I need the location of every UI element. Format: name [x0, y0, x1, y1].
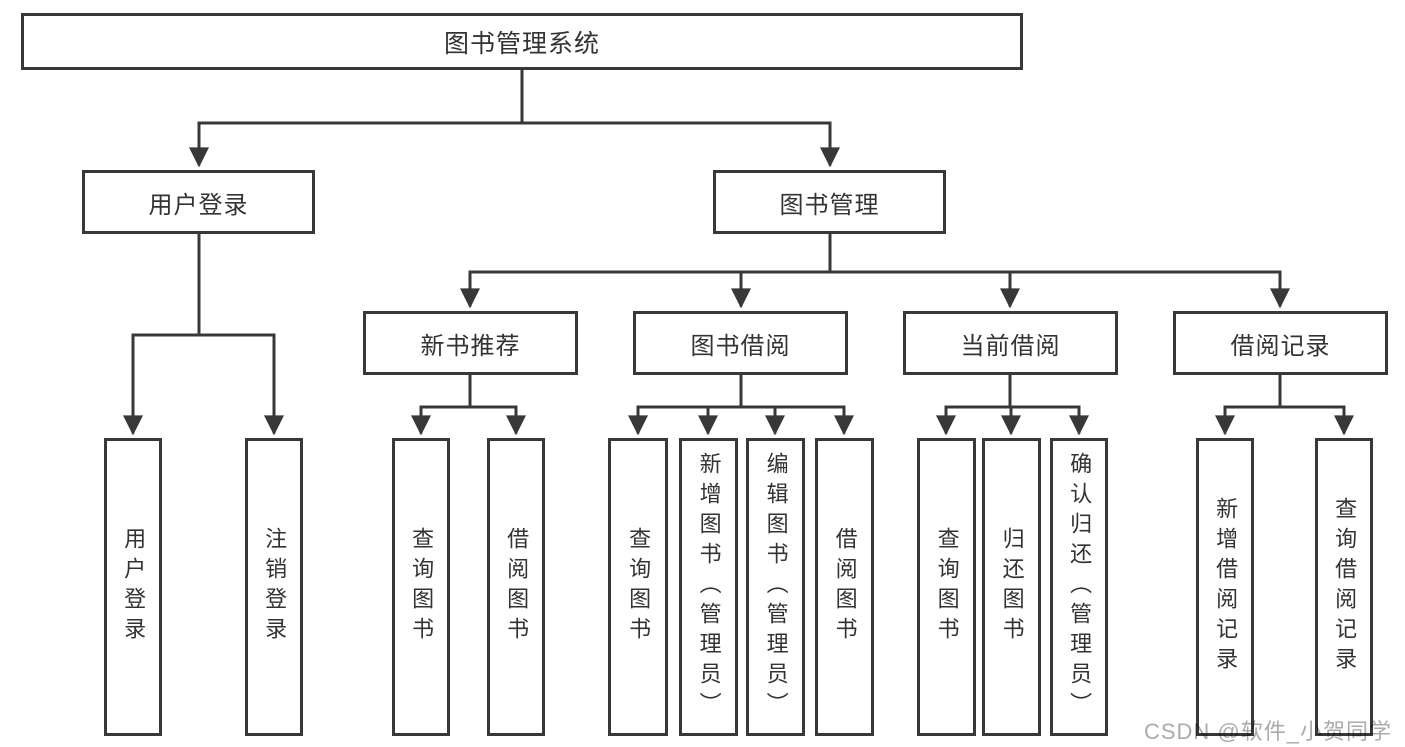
connector-user-login-trunk: [131, 232, 276, 337]
node-book-borrow: 图书借阅: [633, 311, 848, 375]
connector-book-mgmt-trunk: [468, 232, 1282, 274]
leaf-user-login-label: 用户登录: [121, 527, 147, 647]
leaf-cb-query-books: 查询图书: [917, 438, 976, 736]
node-new-book-rec-label: 新书推荐: [420, 332, 521, 360]
leaf-bb-query-books-label: 查询图书: [626, 527, 652, 647]
connector-new-book-rec-trunk: [419, 373, 518, 409]
leaf-br-add-record-label: 新增借阅记录: [1213, 497, 1239, 677]
leaf-logout: 注销登录: [245, 438, 303, 736]
leaf-rec-query-books-label: 查询图书: [409, 527, 435, 647]
leaf-user-login: 用户登录: [104, 438, 162, 736]
connector-root-trunk: [197, 68, 832, 125]
leaf-cb-return-books: 归还图书: [982, 438, 1041, 736]
leaf-rec-query-books: 查询图书: [392, 438, 450, 736]
node-library-system: 图书管理系统: [21, 13, 1023, 70]
csdn-watermark: CSDN @软件_小贺同学: [1143, 719, 1392, 744]
leaf-bb-query-books: 查询图书: [608, 438, 668, 736]
connector-current-borrow-trunk: [944, 373, 1081, 409]
leaf-bb-edit-books-label: 编辑图书（管理员）: [763, 452, 789, 722]
node-current-borrow-label: 当前借阅: [960, 332, 1061, 360]
leaf-br-query-record: 查询借阅记录: [1315, 438, 1373, 736]
leaf-rec-borrow-books-label: 借阅图书: [504, 527, 530, 647]
leaf-rec-borrow-books: 借阅图书: [487, 438, 545, 736]
leaf-bb-add-books: 新增图书（管理员）: [679, 438, 738, 736]
leaf-cb-return-books-label: 归还图书: [999, 527, 1025, 647]
connector-book-borrow-trunk: [636, 373, 846, 409]
leaf-br-add-record: 新增借阅记录: [1196, 438, 1254, 736]
node-book-mgmt: 图书管理: [713, 170, 946, 234]
leaf-cb-confirm-return: 确认归还（管理员）: [1050, 438, 1108, 736]
leaf-bb-edit-books: 编辑图书（管理员）: [746, 438, 805, 736]
node-user-login-label: 用户登录: [148, 191, 249, 219]
leaf-logout-label: 注销登录: [262, 527, 288, 647]
node-new-book-rec: 新书推荐: [363, 311, 578, 375]
leaf-bb-borrow-books: 借阅图书: [815, 438, 874, 736]
node-book-borrow-label: 图书借阅: [690, 332, 791, 360]
node-book-mgmt-label: 图书管理: [779, 191, 880, 219]
node-library-system-label: 图书管理系统: [443, 29, 600, 58]
node-current-borrow: 当前借阅: [903, 311, 1118, 375]
leaf-bb-borrow-books-label: 借阅图书: [832, 527, 858, 647]
leaf-bb-add-books-label: 新增图书（管理员）: [696, 452, 722, 722]
leaf-br-query-record-label: 查询借阅记录: [1332, 497, 1358, 677]
leaf-cb-query-books-label: 查询图书: [934, 527, 960, 647]
leaf-cb-confirm-return-label: 确认归还（管理员）: [1067, 452, 1093, 722]
connector-borrow-records-trunk: [1223, 373, 1346, 409]
node-borrow-records-label: 借阅记录: [1230, 332, 1331, 360]
node-user-login: 用户登录: [82, 170, 315, 234]
node-borrow-records: 借阅记录: [1173, 311, 1388, 375]
